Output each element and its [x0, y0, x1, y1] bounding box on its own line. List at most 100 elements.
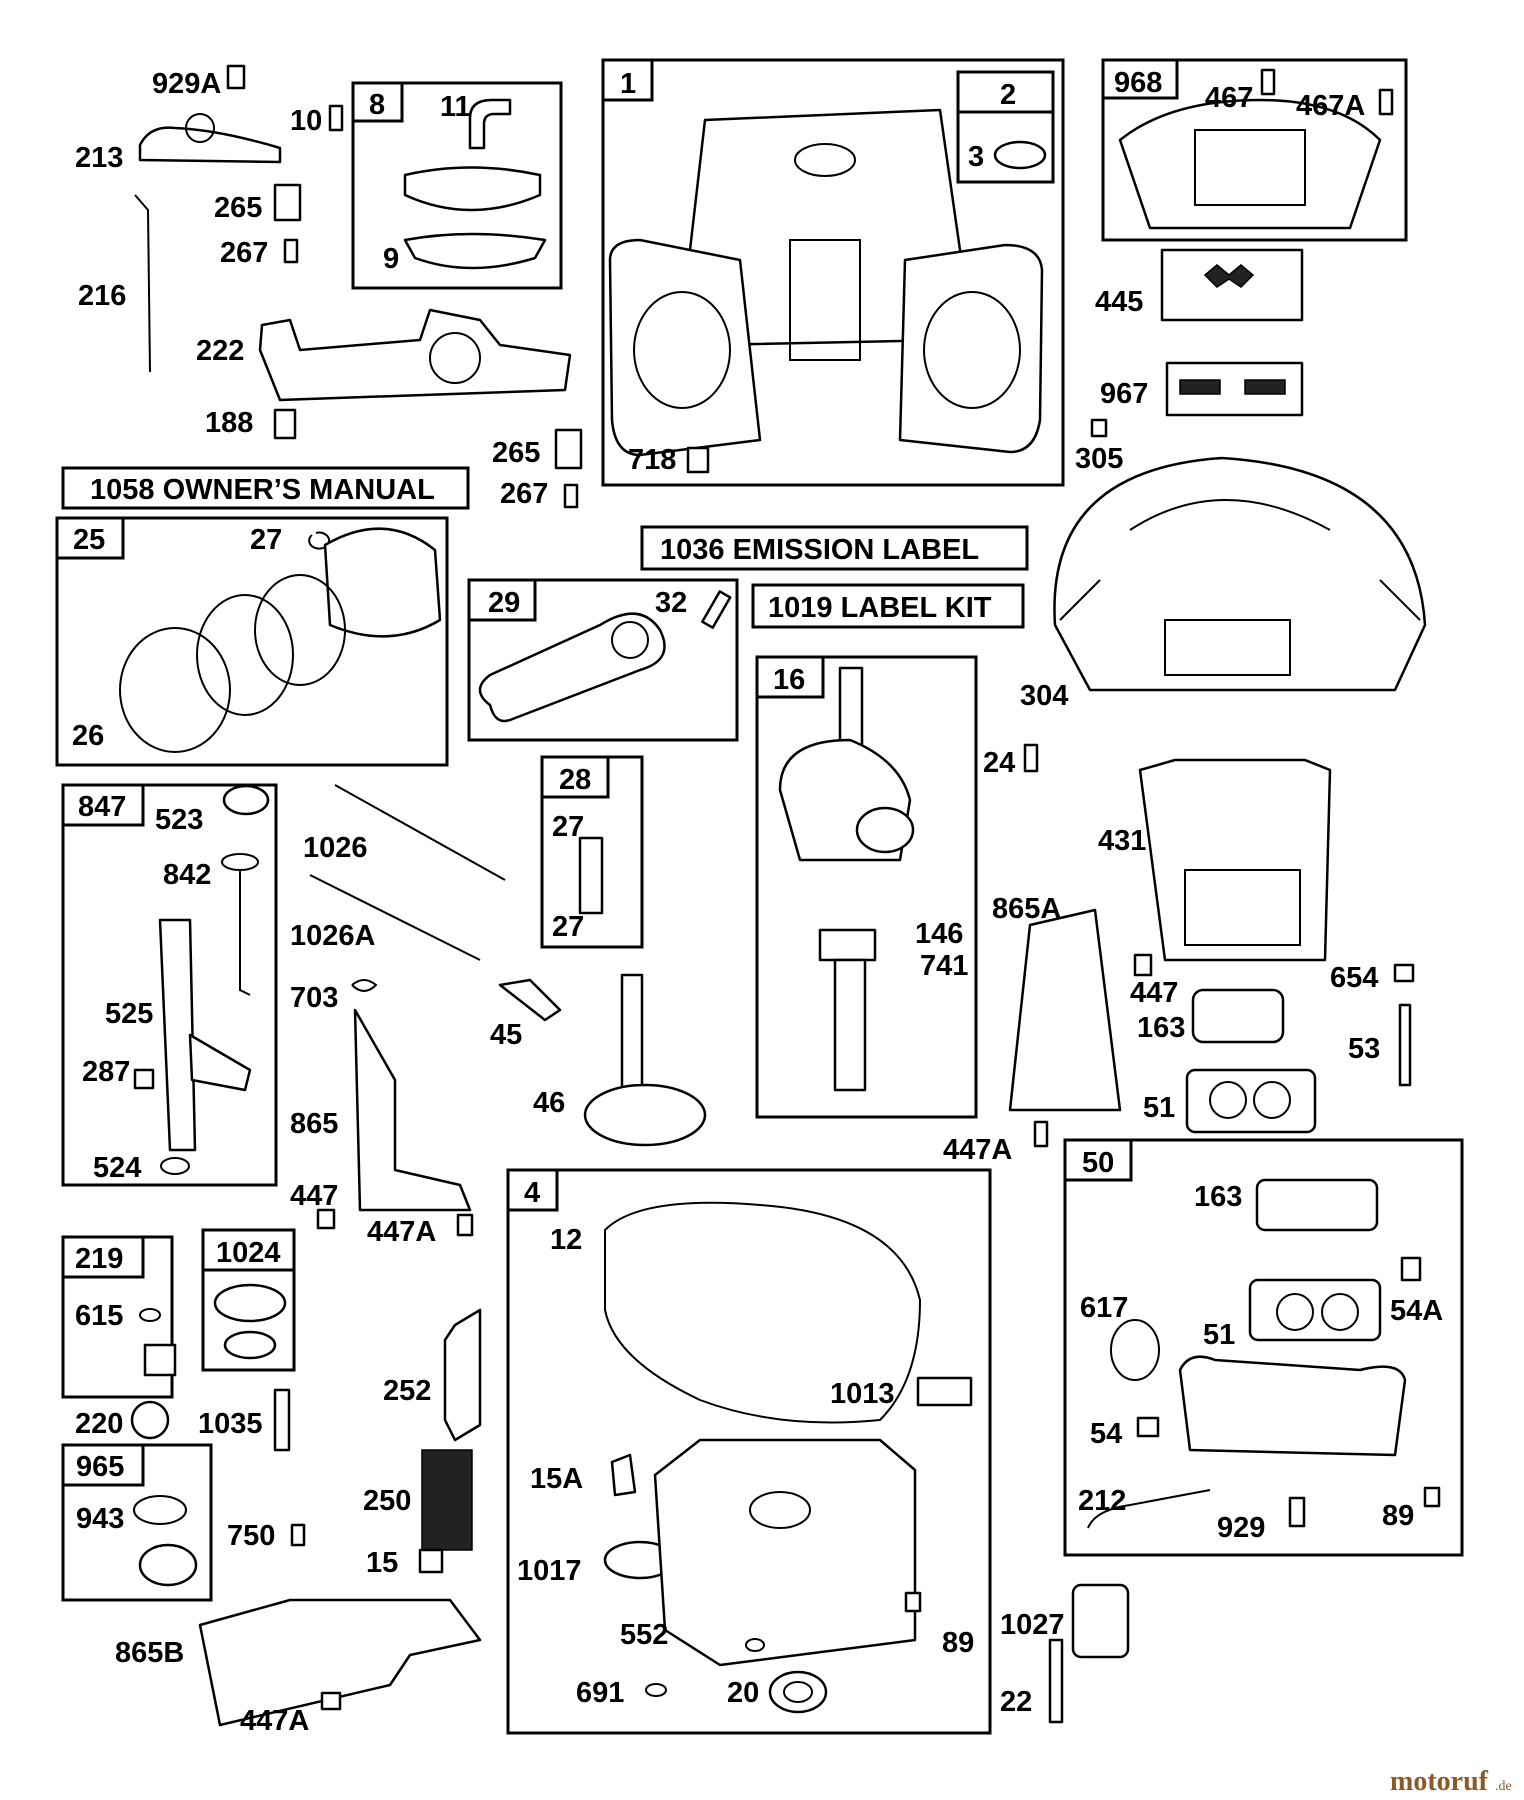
- label-89-b: 89: [1382, 1500, 1414, 1532]
- label-447A-b: 447A: [943, 1134, 1012, 1166]
- part-1026-pushrod-icon: [334, 784, 506, 881]
- label-163-b: 163: [1194, 1181, 1242, 1213]
- part-46-camshaft-icon: [583, 973, 707, 1147]
- label-1035: 1035: [198, 1408, 263, 1440]
- group-50-label: 50: [1082, 1147, 1114, 1179]
- label-524: 524: [93, 1152, 141, 1184]
- label-51-b: 51: [1203, 1319, 1235, 1351]
- part-32-bolt-icon: [701, 590, 732, 629]
- part-29-conn-rod-icon: [478, 612, 666, 723]
- label-265-b: 265: [492, 437, 540, 469]
- group-50-box: [1063, 1138, 1464, 1557]
- part-304-blower-housing-icon: [1053, 456, 1427, 692]
- labels: 929A 10 213 265 267 216 222 188 265 267 …: [72, 67, 1443, 1737]
- label-267-a: 267: [220, 237, 268, 269]
- label-431: 431: [1098, 825, 1146, 857]
- part-16-crankshaft-icon: [778, 666, 915, 1092]
- label-15A: 15A: [530, 1463, 583, 1495]
- label-929A-top: 929A: [152, 68, 221, 100]
- label-27-c: 27: [552, 911, 584, 943]
- emission-label-box: [640, 525, 1029, 571]
- part-213-bracket-icon: [138, 126, 282, 164]
- part-842-oring-icon: [221, 853, 259, 871]
- part-51b-gasket-icon: [1248, 1278, 1382, 1342]
- part-265-clip-icon: [273, 183, 302, 222]
- label-222: 222: [196, 335, 244, 367]
- part-1024-plug-icon: [213, 1283, 287, 1323]
- label-22: 22: [1000, 1686, 1032, 1718]
- label-718: 718: [628, 444, 676, 476]
- label-20: 20: [727, 1677, 759, 1709]
- label-220: 220: [75, 1408, 123, 1440]
- label-865B: 865B: [115, 1637, 184, 1669]
- group-4-label: 4: [524, 1177, 540, 1209]
- label-654: 654: [1330, 962, 1378, 994]
- part-10-screw-icon: [328, 104, 344, 132]
- label-11: 11: [440, 91, 471, 123]
- part-865-shield-icon: [353, 1008, 472, 1212]
- label-45: 45: [490, 1019, 522, 1051]
- group-965-box: [61, 1443, 213, 1602]
- part-654-nut-icon: [1393, 963, 1415, 983]
- part-9-gasket-icon: [403, 232, 547, 270]
- label-27-b: 27: [552, 811, 584, 843]
- part-15-plug-icon: [418, 1548, 444, 1574]
- label-287: 287: [82, 1056, 130, 1088]
- label-212: 212: [1078, 1485, 1126, 1517]
- group-16-label: 16: [773, 664, 805, 696]
- group-25-box: [55, 516, 449, 767]
- label-24: 24: [983, 747, 1015, 779]
- part-163b-gasket-icon: [1255, 1178, 1379, 1232]
- part-252-label-icon: [443, 1308, 482, 1442]
- part-163a-gasket-icon: [1191, 988, 1285, 1044]
- label-32: 32: [655, 587, 687, 619]
- label-691: 691: [576, 1677, 624, 1709]
- label-467A: 467A: [1296, 90, 1365, 122]
- part-865B-shield-icon: [198, 1598, 482, 1727]
- label-967: 967: [1100, 378, 1148, 410]
- group-25-label: 25: [73, 524, 105, 556]
- part-11-elbow-icon: [468, 98, 512, 150]
- part-267-screw-icon: [283, 238, 299, 264]
- label-552: 552: [620, 1619, 668, 1651]
- label-265-a: 265: [214, 192, 262, 224]
- label-kit-box: [751, 583, 1025, 629]
- group-219-box: [61, 1235, 174, 1399]
- label-12: 12: [550, 1224, 582, 1256]
- part-216-rod-icon: [134, 194, 151, 373]
- part-431-base-icon: [1138, 758, 1332, 962]
- part-445-air-filter-icon: [1160, 248, 1304, 322]
- group-16-box: [755, 655, 978, 1119]
- part-552-oring-icon: [745, 1638, 765, 1652]
- label-842: 842: [163, 859, 211, 891]
- label-46: 46: [533, 1087, 565, 1119]
- part-89b-plug-icon: [1423, 1486, 1441, 1508]
- label-865: 865: [290, 1108, 338, 1140]
- part-615-clip-icon: [139, 1308, 161, 1322]
- label-445: 445: [1095, 286, 1143, 318]
- part-54A-screw-icon: [1400, 1256, 1422, 1282]
- part-1026A-pushrod-icon: [309, 874, 481, 961]
- label-304: 304: [1020, 680, 1068, 712]
- label-1026: 1026: [303, 832, 368, 864]
- part-15A-fitting-icon: [610, 1453, 637, 1497]
- group-2-label: 2: [1000, 79, 1016, 111]
- part-447A-screw-icon: [456, 1213, 474, 1237]
- part-943-seal-icon: [133, 1495, 187, 1525]
- group-1024-box: [201, 1228, 296, 1372]
- label-467: 467: [1205, 82, 1253, 114]
- label-146: 146: [915, 918, 963, 950]
- label-943: 943: [76, 1503, 124, 1535]
- label-447A-a: 447A: [367, 1216, 436, 1248]
- group-29-label: 29: [488, 587, 520, 619]
- label-1017: 1017: [517, 1555, 582, 1587]
- part-12-gasket-icon: [604, 1201, 922, 1424]
- label-447-b: 447: [1130, 977, 1178, 1009]
- part-467-screw-icon: [1260, 68, 1276, 96]
- part-267b-screw-icon: [563, 483, 579, 509]
- part-22-bolt-icon: [1048, 1638, 1064, 1724]
- label-3: 3: [968, 141, 984, 173]
- owners-manual-box: [61, 466, 470, 510]
- label-305: 305: [1075, 443, 1123, 475]
- label-523: 523: [155, 804, 203, 836]
